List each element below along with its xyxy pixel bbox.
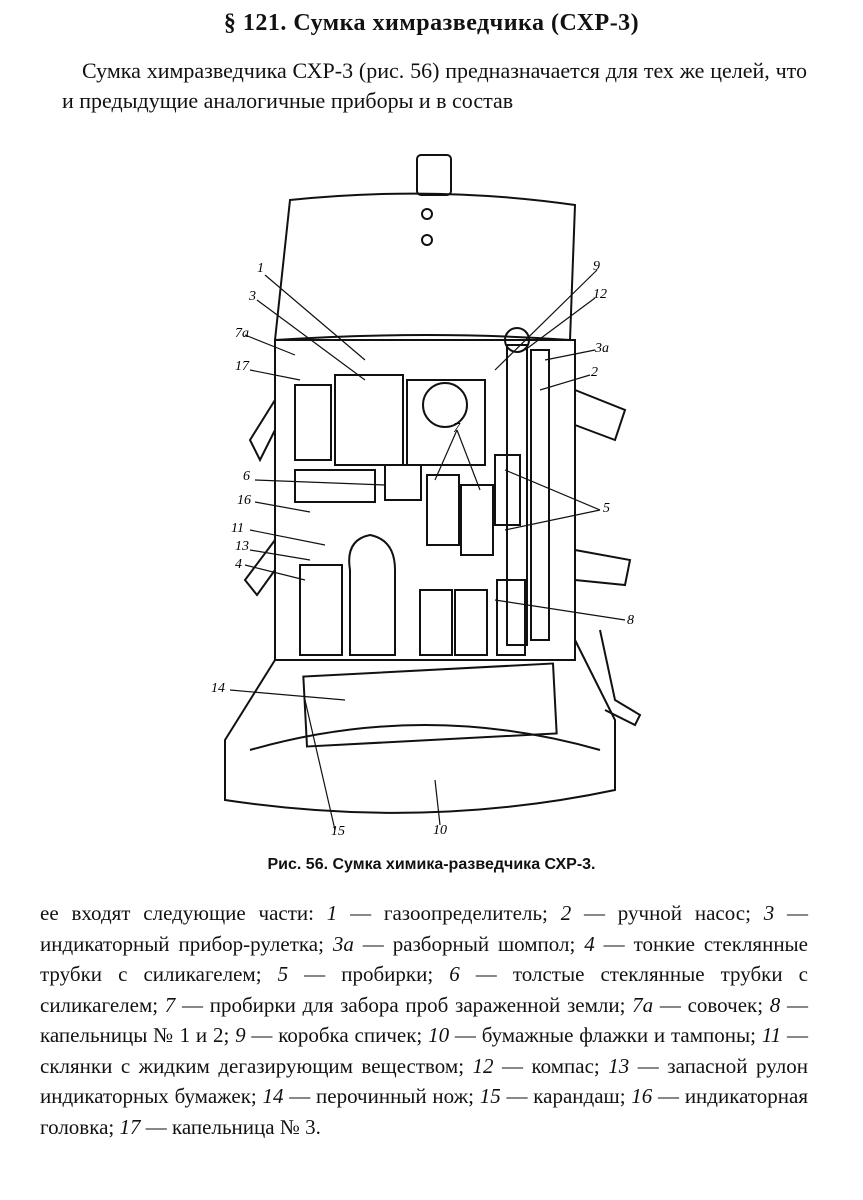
callout-label: 12 [593,287,607,302]
part-desc: — разборный шомпол; [353,931,585,956]
part-number: 6 [449,962,460,986]
intro-text: Сумка химразведчика СХР-3 (рис. 56) пред… [62,58,807,113]
callout-label: 16 [237,493,251,508]
part-desc: — толстые стеклянные трубки с силикагеле… [40,962,808,1017]
section-heading: § 121. Сумка химразведчика (СХР-3) [223,10,640,36]
callout-label: 10 [433,823,447,838]
part-desc: — совочек; [653,992,770,1017]
part-desc: — пробирки для забора проб зараженной зе… [175,992,633,1017]
callout-label: 5 [603,501,610,516]
callout-label: 17 [235,359,250,374]
callout-label: 7а [235,326,249,341]
callout-label: 3 [248,289,256,304]
part-desc: — запасной рулон индикаторных бумажек; [40,1053,808,1109]
part-desc: — капельницы № 1 и 2; [40,992,808,1048]
part-number: 16 [631,1084,653,1108]
part-number: 9 [235,1023,246,1047]
part-desc: — газоопределитель; [337,901,561,925]
part-desc: — индикаторный прибор-рулетка; [40,901,809,956]
part-desc: — перочинный нож; [283,1084,480,1108]
part-desc: — коробка спичек; [245,1023,429,1047]
figure-caption: Рис. 56. Сумка химика-разведчика СХР-3. [267,856,596,873]
part-number: 8 [769,992,781,1017]
part-number: 14 [262,1084,284,1108]
part-number: 7а [632,992,654,1017]
callout-label: 7 [453,421,461,436]
parts-list: ее входят следующие части: 1 — газоопред… [40,898,808,1142]
part-number: 11 [761,1023,782,1047]
part-desc: — индикаторная головка; [40,1084,808,1139]
callout-label: 8 [627,613,634,628]
part-number: 10 [428,1023,450,1047]
part-number: 1 [326,901,338,925]
part-number: 17 [119,1114,141,1139]
callout-label: 11 [231,521,244,536]
part-desc: — тонкие стеклянные трубки с силикагелем… [40,931,808,987]
callout-label: 4 [235,557,242,572]
part-number: 3 [763,901,775,925]
part-number: 7 [164,992,176,1017]
part-desc: — бумажные флажки и тампоны; [449,1023,762,1047]
top-strap [416,154,452,196]
callout-label: 1 [257,261,264,276]
part-number: 3а [332,931,354,956]
part-desc: — ручной насос; [571,901,764,925]
parts-list-paragraph: ее входят следующие части: 1 — газоопред… [40,898,808,1142]
part-number: 15 [479,1084,501,1108]
figure-bag-illustration: 1 3 7а 17 6 16 11 13 4 14 15 10 9 12 3а … [195,140,665,840]
part-desc: — склянки с жидким дегазирующим вещество… [40,1023,808,1078]
callout-label: 14 [211,681,225,696]
part-desc: — капельница № 3. [140,1114,321,1139]
part-number: 13 [608,1053,630,1078]
callout-label: 6 [243,469,250,484]
part-number: 12 [472,1053,494,1078]
bag-lid [273,192,577,342]
part-number: 4 [584,931,595,956]
callout-label: 13 [235,539,249,554]
bag-drawing: 1 3 7а 17 6 16 11 13 4 14 15 10 9 12 3а … [211,154,642,839]
part-desc: — карандаш; [500,1084,632,1108]
callout-label: 3а [594,341,609,356]
part-number: 5 [277,962,289,986]
intro-paragraph: Сумка химразведчика СХР-3 (рис. 56) пред… [62,56,807,116]
part-desc: — пробирки; [288,962,450,986]
parts-lead: ее входят следующие части: [40,901,327,925]
callout-label: 2 [591,365,598,380]
part-desc: — компас; [493,1053,609,1078]
callout-label: 9 [593,259,600,274]
part-number: 2 [560,901,572,925]
callout-label: 15 [331,824,345,839]
